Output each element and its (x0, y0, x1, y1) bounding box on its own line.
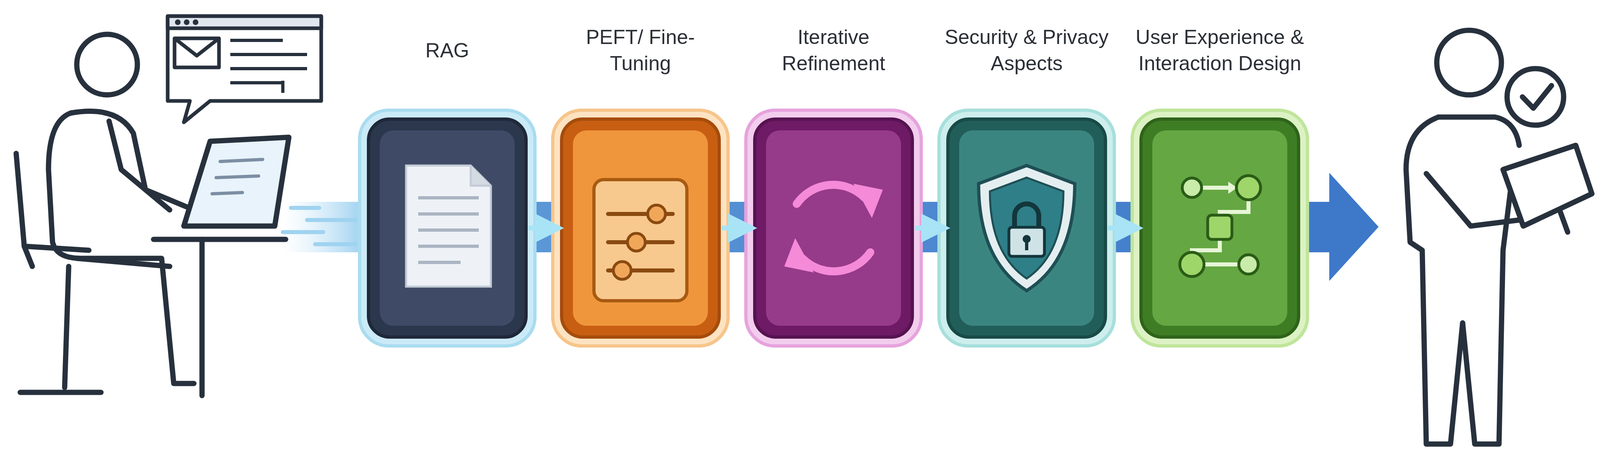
process-tile: User Experience & Interaction Design (1141, 119, 1299, 338)
step-label: Security & Privacy Aspects (921, 24, 1132, 77)
step-label: RAG (366, 37, 529, 64)
step-label: PEFT/ Fine-Tuning (563, 24, 718, 77)
flow-arrow (528, 225, 560, 231)
flow-arrow (1107, 225, 1139, 231)
rag-tile (359, 110, 535, 347)
process-tile: RAG (368, 119, 527, 338)
speech-bubble-email (167, 16, 322, 123)
flow-arrow (721, 225, 753, 231)
process-tile: Iterative Refinement (754, 119, 913, 338)
iteration-tile (745, 110, 922, 347)
satisfied-user (1406, 30, 1592, 445)
fine-tuning-tile (552, 110, 729, 347)
process-tile: PEFT/ Fine-Tuning (561, 119, 720, 338)
ux-tile (1132, 110, 1308, 347)
security-tile (938, 110, 1115, 347)
step-label: Iterative Refinement (756, 24, 911, 77)
process-tile: Security & Privacy Aspects (947, 119, 1106, 338)
flow-arrow (914, 225, 946, 231)
step-label: User Experience & Interaction Design (1114, 24, 1325, 77)
